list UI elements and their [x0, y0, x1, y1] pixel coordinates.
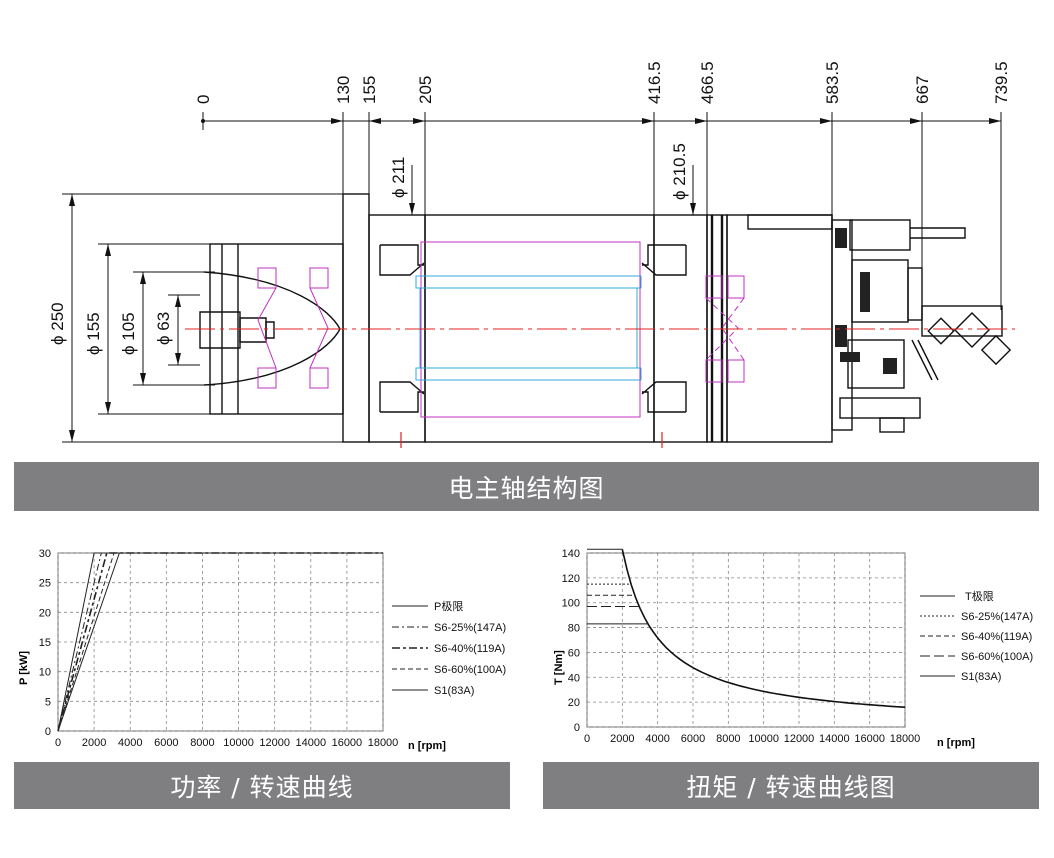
torque-chart-ticks: 0 2000 4000 6000 8000 10000 12000 14000 16000 180… — [562, 548, 921, 745]
power-y-axis-label: P [kW] — [18, 651, 30, 685]
dimension-label: 416.5 — [645, 61, 664, 104]
x-tick-label: 18000 — [368, 737, 399, 749]
dimension-label: 155 — [360, 76, 379, 104]
x-tick-label: 2000 — [610, 733, 634, 745]
x-tick-label: 10000 — [748, 733, 779, 745]
plot-frame — [586, 552, 906, 728]
dim-phi-105: ϕ 105 — [119, 312, 138, 355]
legend-label: S1(83A) — [434, 685, 474, 697]
y-tick-label: 60 — [568, 647, 580, 659]
spindle-structure-drawing: 0 130 155 205 416.5 466.5 583.5 667 739.5 — [48, 61, 1015, 448]
torque-banner-title: 扭矩 / 转速曲线图 — [686, 772, 896, 802]
y-tick-label: 140 — [562, 548, 580, 560]
dim-phi-155: ϕ 155 — [84, 312, 103, 355]
structure-banner: 电主轴结构图 — [14, 462, 1039, 511]
y-tick-label: 30 — [39, 548, 51, 560]
dim-phi-63: ϕ 63 — [154, 312, 173, 345]
y-tick-label: 40 — [568, 672, 580, 684]
x-tick-label: 14000 — [819, 733, 850, 745]
y-tick-label: 10 — [39, 667, 51, 679]
structure-banner-title: 电主轴结构图 — [448, 473, 605, 503]
x-tick-label: 0 — [584, 733, 590, 745]
torque-chart-legend: T极限 S6-25%(147A) S6-40%(119A) S6-60%(100A) S… — [920, 589, 1033, 683]
torque-y-axis-label: T [Nm] — [553, 650, 565, 685]
x-tick-label: 16000 — [332, 737, 363, 749]
y-tick-label: 20 — [568, 697, 580, 709]
y-tick-label: 15 — [39, 637, 51, 649]
dimension-label: 205 — [416, 76, 435, 104]
legend-label: S6-60%(100A) — [961, 651, 1033, 663]
dim-phi-250: ϕ 250 — [48, 302, 67, 345]
torque-banner: 扭矩 / 转速曲线图 — [543, 762, 1039, 809]
x-tick-label: 18000 — [890, 733, 921, 745]
legend-label: S6-40%(119A) — [434, 643, 505, 655]
power-chart-legend: P极限 S6-25%(147A) S6-40%(119A) S6-60%(100A) S… — [392, 599, 506, 697]
x-tick-label: 8000 — [716, 733, 740, 745]
power-chart-ticks: 0 2000 4000 6000 8000 10000 12000 14000 16000 180… — [39, 548, 399, 749]
y-tick-label: 100 — [562, 598, 580, 610]
torque-chart-series — [587, 548, 906, 708]
torque-hyperbola — [621, 549, 906, 708]
x-tick-label: 10000 — [223, 737, 254, 749]
x-tick-label: 12000 — [259, 737, 290, 749]
legend-label: S6-25%(147A) — [961, 611, 1033, 623]
legend-label: S6-25%(147A) — [434, 622, 506, 634]
y-tick-label: 0 — [574, 722, 580, 734]
y-tick-label: 25 — [39, 578, 51, 590]
dim-phi-211: ϕ 211 — [389, 157, 408, 198]
top-dimension-labels: 0 130 155 205 416.5 466.5 583.5 667 739.5 — [194, 61, 1011, 104]
power-speed-chart: 0 2000 4000 6000 8000 10000 12000 14000 16000 180… — [18, 548, 506, 752]
dim-phi-210-5: ϕ 210.5 — [670, 143, 689, 200]
x-tick-label: 14000 — [295, 737, 326, 749]
series-line — [57, 552, 383, 732]
torque-x-axis-label: n [rpm] — [937, 737, 975, 749]
x-tick-label: 0 — [55, 737, 61, 749]
legend-label: S6-40%(119A) — [961, 631, 1032, 643]
torque-chart-grid — [586, 552, 906, 728]
torque-speed-chart: 0 2000 4000 6000 8000 10000 12000 14000 16000 180… — [553, 548, 1033, 749]
legend-label: S6-60%(100A) — [434, 664, 506, 676]
x-tick-label: 6000 — [154, 737, 178, 749]
dimension-label: 0 — [194, 95, 213, 104]
series-line — [57, 552, 383, 732]
x-tick-label: 2000 — [82, 737, 106, 749]
power-banner: 功率 / 转速曲线 — [14, 762, 510, 809]
legend-label: T极限 — [965, 589, 994, 603]
x-tick-label: 4000 — [645, 733, 669, 745]
power-banner-title: 功率 / 转速曲线 — [170, 772, 354, 802]
dimension-label: 466.5 — [698, 61, 717, 104]
x-tick-label: 4000 — [118, 737, 142, 749]
dimension-label: 130 — [334, 76, 353, 104]
power-x-axis-label: n [rpm] — [408, 740, 446, 752]
y-tick-label: 120 — [562, 573, 580, 585]
legend-label: P极限 — [434, 599, 463, 613]
y-tick-label: 5 — [45, 696, 51, 708]
x-tick-label: 6000 — [681, 733, 705, 745]
dimension-label: 739.5 — [992, 61, 1011, 104]
power-chart-grid — [57, 552, 384, 732]
dimension-label: 583.5 — [823, 61, 842, 104]
x-tick-label: 8000 — [190, 737, 214, 749]
y-tick-label: 0 — [45, 726, 51, 738]
y-tick-label: 20 — [39, 607, 51, 619]
dimension-label: 667 — [913, 76, 932, 104]
x-tick-label: 12000 — [784, 733, 815, 745]
legend-label: S1(83A) — [961, 671, 1001, 683]
y-tick-label: 80 — [568, 623, 580, 635]
x-tick-label: 16000 — [854, 733, 885, 745]
power-chart-series — [57, 552, 383, 732]
